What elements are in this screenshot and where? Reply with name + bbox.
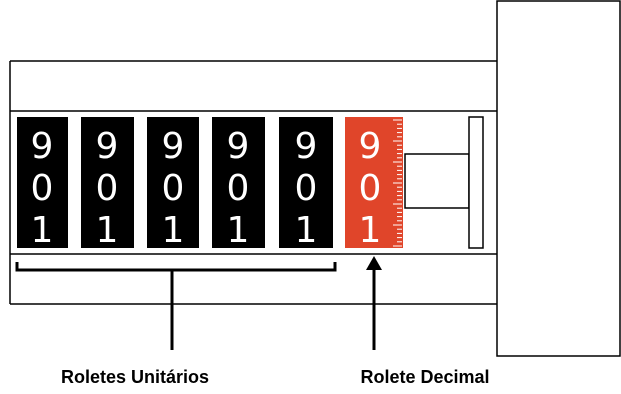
roller-digit: 1 — [162, 210, 185, 251]
right-housing — [496, 0, 621, 357]
unit-rollers: 9 0 1 9 0 1 9 0 1 9 0 1 9 0 1 — [17, 117, 333, 251]
roller-digit: 0 — [96, 168, 119, 209]
shaft-flange — [468, 116, 484, 249]
decimal-roller-scale — [393, 119, 402, 247]
roller-digit: 9 — [359, 126, 382, 167]
roller-digit: 0 — [227, 168, 250, 209]
decimal-arrow-head — [366, 256, 382, 270]
unit-roller: 9 0 1 — [279, 117, 333, 251]
roller-digit: 0 — [359, 168, 382, 209]
roller-digit: 1 — [295, 210, 318, 251]
roller-digit: 1 — [96, 210, 119, 251]
label-decimal-roller: Rolete Decimal — [360, 367, 489, 387]
roller-digit: 1 — [31, 210, 54, 251]
roller-digit: 1 — [359, 210, 382, 251]
roller-digit: 9 — [31, 126, 54, 167]
unit-rollers-bracket — [15, 262, 337, 350]
unit-roller: 9 0 1 — [147, 117, 199, 251]
roller-digit: 9 — [162, 126, 185, 167]
shaft-block — [404, 153, 470, 209]
unit-roller: 9 0 1 — [212, 117, 265, 251]
roller-digit: 9 — [96, 126, 119, 167]
roller-digit: 0 — [162, 168, 185, 209]
roller-digit: 0 — [31, 168, 54, 209]
roller-digit: 1 — [227, 210, 250, 251]
unit-roller: 9 0 1 — [81, 117, 134, 251]
roller-digit: 0 — [295, 168, 318, 209]
unit-roller: 9 0 1 — [17, 117, 68, 251]
roller-digit: 9 — [227, 126, 250, 167]
roller-digit: 9 — [295, 126, 318, 167]
decimal-roller: 9 0 1 — [345, 117, 403, 251]
label-unit-rollers: Roletes Unitários — [61, 367, 209, 387]
